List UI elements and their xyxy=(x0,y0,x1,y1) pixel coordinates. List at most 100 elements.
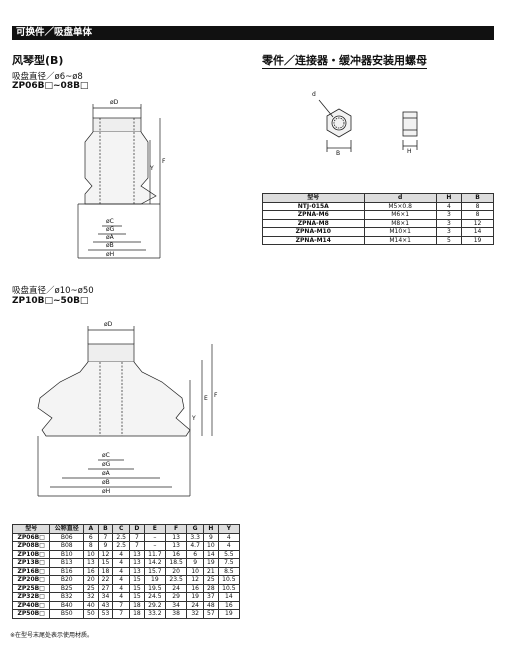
table-cell: 12 xyxy=(97,549,114,559)
dim-A-large: øA xyxy=(102,470,110,477)
table-cell: 7 xyxy=(112,609,131,619)
table-cell: ZP10B□ xyxy=(11,549,51,559)
table-cell: ZP13B□ xyxy=(11,558,51,568)
footnote: ※在型号末尾处表示使用材质。 xyxy=(10,632,94,639)
table-cell: 19 xyxy=(217,609,241,619)
table-cell: 7 xyxy=(97,532,114,542)
table-cell: 18.5 xyxy=(164,558,188,568)
table-cell: M10×1 xyxy=(363,227,437,237)
dim-d-nut: d xyxy=(312,91,316,98)
table-cell: 32 xyxy=(186,609,205,619)
table-cell: 14 xyxy=(461,227,494,237)
table-cell: 13 xyxy=(164,532,188,542)
dim-H-small: øH xyxy=(106,251,115,258)
table-cell: 5 xyxy=(435,235,463,245)
table-cell: 3.3 xyxy=(186,532,205,542)
table-cell: 37 xyxy=(203,592,219,602)
table-cell: 8 xyxy=(461,210,494,220)
table-cell: – xyxy=(143,532,166,542)
dim-H-nut: H xyxy=(407,148,412,155)
nut-header: B xyxy=(461,193,494,203)
table-cell: 34 xyxy=(164,600,188,610)
table-cell: B40 xyxy=(49,600,85,610)
table-cell: ZP16B□ xyxy=(11,566,51,576)
pad-header: 公称直径 xyxy=(49,524,85,534)
table-cell: B50 xyxy=(49,609,85,619)
table-cell: ZP06B□ xyxy=(11,532,51,542)
table-cell: 22 xyxy=(97,575,114,585)
table-cell: 4 xyxy=(217,532,241,542)
table-cell: M5×0.8 xyxy=(363,201,437,211)
table-cell: 13 xyxy=(129,566,145,576)
table-cell: B16 xyxy=(49,566,85,576)
dim-C-small: øC xyxy=(106,218,114,225)
table-cell: NTJ-015A xyxy=(262,201,365,211)
dim-Y-large: Y xyxy=(192,415,196,422)
table-cell: 19 xyxy=(143,575,166,585)
table-cell: B10 xyxy=(49,549,85,559)
table-cell: 8 xyxy=(83,541,99,551)
table-cell: 6 xyxy=(83,532,99,542)
table-cell: ZP08B□ xyxy=(11,541,51,551)
dim-G-large: øG xyxy=(102,461,111,468)
large-model-code: ZP10B□~50B□ xyxy=(12,296,89,306)
right-section-title: 零件／连接器・缓冲器安装用螺母 xyxy=(262,54,427,69)
table-cell: 21 xyxy=(203,566,219,576)
nut-header: 型号 xyxy=(262,193,365,203)
table-cell: 25 xyxy=(203,575,219,585)
table-cell: ZP20B□ xyxy=(11,575,51,585)
table-cell: 9 xyxy=(97,541,114,551)
table-cell: 19 xyxy=(186,592,205,602)
table-cell: 10.5 xyxy=(217,583,241,593)
table-cell: 8 xyxy=(461,201,494,211)
table-cell: 4 xyxy=(217,541,241,551)
table-cell: 14 xyxy=(217,592,241,602)
table-cell: B20 xyxy=(49,575,85,585)
nut-header: H xyxy=(435,193,463,203)
table-cell: 6 xyxy=(186,549,205,559)
table-cell: 19 xyxy=(203,558,219,568)
table-cell: ZPNA-M10 xyxy=(262,227,365,237)
dim-D-large: øD xyxy=(104,321,113,328)
table-cell: ZP50B□ xyxy=(11,609,51,619)
small-model-code: ZP06B□~08B□ xyxy=(12,81,89,91)
table-cell: 10 xyxy=(203,541,219,551)
table-cell: 9 xyxy=(186,558,205,568)
table-cell: ZP32B□ xyxy=(11,592,51,602)
table-cell: 5.5 xyxy=(217,549,241,559)
table-cell: 8.5 xyxy=(217,566,241,576)
table-cell: 43 xyxy=(97,600,114,610)
dim-H-large: øH xyxy=(102,488,111,495)
table-cell: 34 xyxy=(97,592,114,602)
table-cell: 32 xyxy=(83,592,99,602)
pad-header: G xyxy=(186,524,205,534)
table-cell: 10.5 xyxy=(217,575,241,585)
table-cell: 4 xyxy=(112,558,131,568)
dim-C-large: øC xyxy=(102,452,110,459)
table-cell: 28 xyxy=(203,583,219,593)
page-header: 可换件／吸盘单体 xyxy=(12,26,494,40)
table-cell: 14 xyxy=(203,549,219,559)
nut-header: d xyxy=(363,193,437,203)
table-cell: 4 xyxy=(112,575,131,585)
dim-Y-small: Y xyxy=(150,165,154,172)
table-cell: 15 xyxy=(97,558,114,568)
table-cell: 13 xyxy=(83,558,99,568)
dim-E-large: E xyxy=(204,395,208,402)
table-cell: 19 xyxy=(461,235,494,245)
table-cell: 10 xyxy=(186,566,205,576)
table-cell: ZPNA-M14 xyxy=(262,235,365,245)
table-cell: M8×1 xyxy=(363,218,437,228)
table-cell: M6×1 xyxy=(363,210,437,220)
table-cell: 18 xyxy=(129,609,145,619)
